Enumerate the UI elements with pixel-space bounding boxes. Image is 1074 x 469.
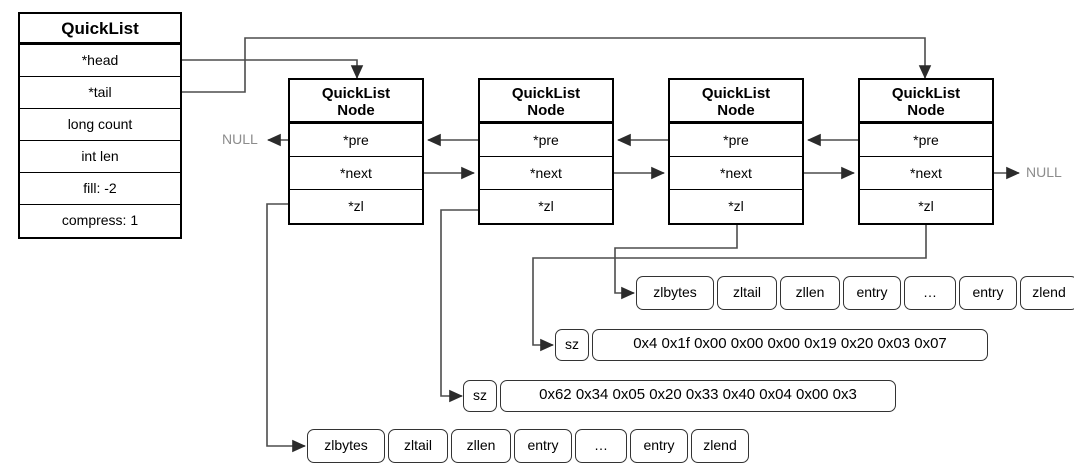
node-4-field-pre: *pre [860, 124, 992, 157]
node-4-field-next: *next [860, 157, 992, 190]
null-label-left: NULL [222, 131, 258, 147]
quicklist-field-count: long count [20, 109, 180, 141]
node-3-field-next: *next [670, 157, 802, 190]
node-2-field-zl: *zl [538, 198, 554, 214]
zl-cell-zlbytes: zlbytes [636, 276, 714, 310]
node-4-field-zl: *zl [918, 198, 934, 214]
zl-cell-zlend: zlend [1020, 276, 1074, 310]
node-3-title-line2: Node [717, 102, 755, 119]
quicklist-node-2: QuickList Node *pre *next *zl [478, 78, 614, 225]
quicklist-node-4: QuickList Node *pre *next *zl [858, 78, 994, 225]
node-2-title: QuickList Node [480, 80, 612, 124]
node-4-title-line1: QuickList [891, 85, 961, 102]
zl-cell-entry-last: entry [630, 429, 688, 463]
quicklist-node-1: QuickList Node *pre *next *zl [288, 78, 424, 225]
node-3-field-pre: *pre [670, 124, 802, 157]
node-1-field-next: *next [290, 157, 422, 190]
zl-cell-entry-first: entry [843, 276, 901, 310]
zl-cell-zltail: zltail [717, 276, 777, 310]
zl-cell-zllen: zllen [780, 276, 840, 310]
wire-node1-zl [266, 203, 357, 453]
wire-head-to-node1 [182, 59, 364, 79]
quicklist-field-len: int len [20, 141, 180, 173]
quicklist-field-tail: *tail [20, 77, 180, 109]
zl-cell-entry-first: entry [514, 429, 572, 463]
bytes-row-upper: sz 0x4 0x1f 0x00 0x00 0x00 0x19 0x20 0x0… [555, 329, 988, 361]
node-1-title-line1: QuickList [321, 85, 391, 102]
node-1-title-line2: Node [337, 102, 375, 119]
node-2-field-pre: *pre [480, 124, 612, 157]
node-4-title: QuickList Node [860, 80, 992, 124]
quicklist-field-fill: fill: -2 [20, 173, 180, 205]
node-2-title-line1: QuickList [511, 85, 581, 102]
node-3-title-line1: QuickList [701, 85, 771, 102]
bytes-row-lower: sz 0x62 0x34 0x05 0x20 0x33 0x40 0x04 0x… [463, 380, 896, 412]
quicklist-field-compress: compress: 1 [61, 212, 139, 228]
zl-cell-zllen: zllen [451, 429, 511, 463]
wire-node2-zl [440, 209, 547, 403]
zl-cell-zltail: zltail [388, 429, 448, 463]
zl-cell-entry-last: entry [959, 276, 1017, 310]
zl-cell-ellipsis: … [904, 276, 956, 310]
quicklist-struct: QuickList *head *tail long count int len… [18, 12, 182, 239]
node-4-title-line2: Node [907, 102, 945, 119]
bytes-value-upper: 0x4 0x1f 0x00 0x00 0x00 0x19 0x20 0x03 0… [592, 329, 988, 361]
node-1-field-pre: *pre [290, 124, 422, 157]
zl-cell-ellipsis: … [575, 429, 627, 463]
ziplist-top: zlbytes zltail zllen entry … entry zlend [636, 276, 1074, 310]
quicklist-node-3: QuickList Node *pre *next *zl [668, 78, 804, 225]
null-label-right: NULL [1026, 164, 1062, 180]
node-3-title: QuickList Node [670, 80, 802, 124]
node-1-field-zl: *zl [348, 198, 364, 214]
quicklist-title: QuickList [20, 14, 180, 45]
zl-cell-zlbytes: zlbytes [307, 429, 385, 463]
sz-label-upper: sz [555, 329, 589, 361]
node-2-field-next: *next [480, 157, 612, 190]
ziplist-bottom: zlbytes zltail zllen entry … entry zlend [307, 429, 749, 463]
zl-cell-zlend: zlend [691, 429, 749, 463]
bytes-value-lower: 0x62 0x34 0x05 0x20 0x33 0x40 0x04 0x00 … [500, 380, 896, 412]
sz-label-lower: sz [463, 380, 497, 412]
node-3-field-zl: *zl [728, 198, 744, 214]
node-1-title: QuickList Node [290, 80, 422, 124]
quicklist-field-head: *head [20, 45, 180, 77]
node-2-title-line2: Node [527, 102, 565, 119]
